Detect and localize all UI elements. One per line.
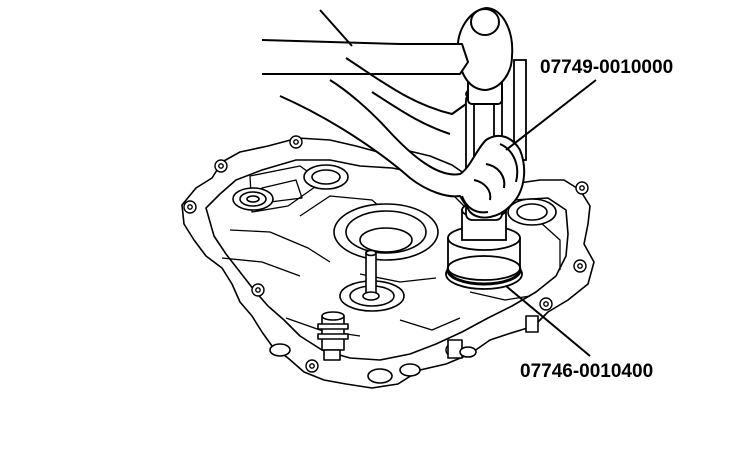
callout-lower-label: 07746-0010400 bbox=[520, 361, 653, 382]
housing-outer-flange bbox=[181, 137, 595, 389]
callout-upper-leader bbox=[505, 79, 597, 151]
hammer bbox=[456, 6, 514, 105]
housing-inner-rim bbox=[205, 159, 569, 361]
central-bore bbox=[333, 203, 439, 261]
right-bore bbox=[507, 198, 557, 226]
upper-arm bbox=[261, 39, 469, 75]
shaft-bore bbox=[339, 249, 405, 312]
callout-lower: 07746-0010400 bbox=[505, 285, 653, 382]
callout-lower-leader bbox=[505, 285, 591, 357]
hand-and-arm bbox=[261, 9, 526, 219]
lower-bosses bbox=[269, 315, 539, 384]
sensor-plug bbox=[317, 311, 349, 361]
callout-upper-label: 07749-0010000 bbox=[540, 57, 673, 78]
callout-upper: 07749-0010000 bbox=[505, 57, 673, 151]
upper-bore bbox=[303, 164, 349, 190]
transmission-housing bbox=[181, 135, 595, 389]
lower-arm bbox=[279, 79, 526, 219]
small-bearing-bore bbox=[232, 187, 274, 211]
